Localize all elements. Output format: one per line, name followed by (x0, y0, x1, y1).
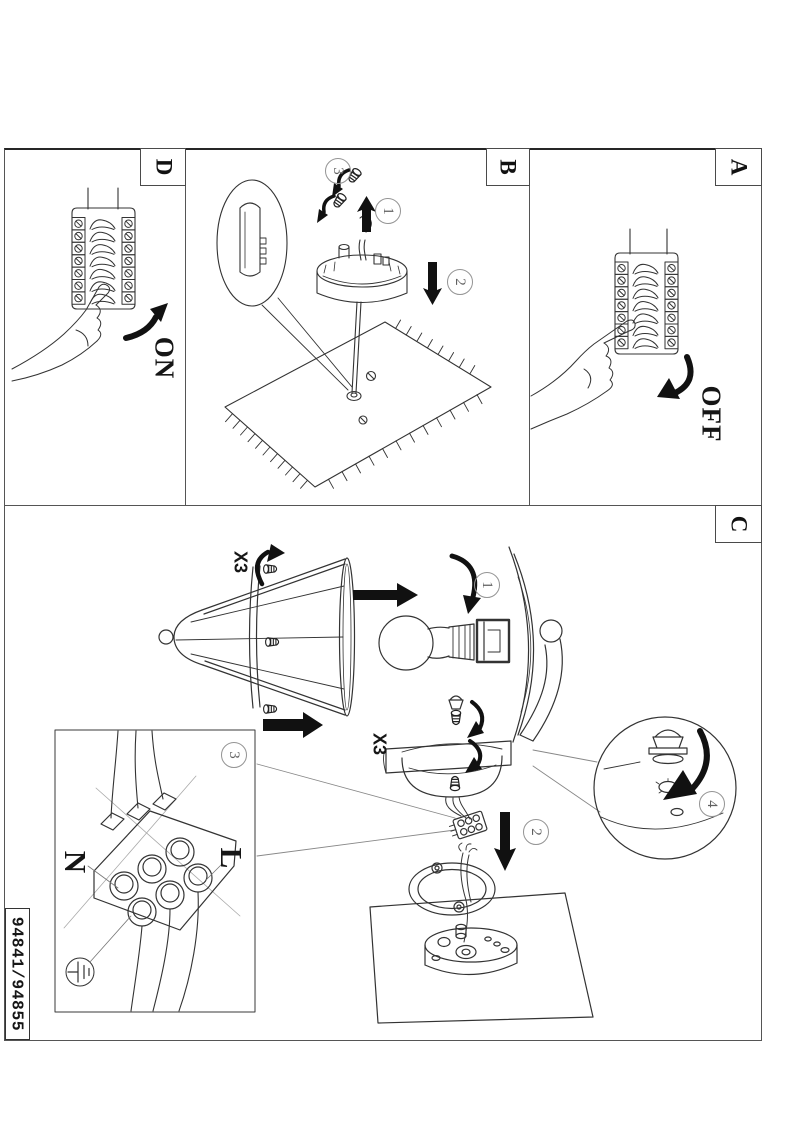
sheet-frame (4, 148, 762, 1041)
panel-label-c: C (726, 515, 752, 533)
panel-a-illustration (530, 228, 694, 430)
model-number-box (5, 908, 30, 1040)
wiring-inset-drawing (54, 729, 256, 1013)
nut-magnifier-drawing (593, 716, 737, 860)
shade-screw-count-label: X3 (230, 550, 251, 574)
switch-off-label: OFF (696, 385, 727, 443)
panel-label-d: D (151, 158, 176, 176)
screw-icons (317, 166, 363, 223)
step-badge-b2: 2 (447, 269, 473, 295)
mounting-ring-drawing (408, 842, 496, 943)
panel-tag-d: D (140, 148, 186, 186)
cage-shade-drawing (158, 544, 356, 717)
ceiling-surface-drawing (224, 319, 492, 489)
step-badge-c1: 1 (474, 572, 500, 598)
divider-d-b (185, 148, 186, 505)
bracket-bar-and-canopy-drawing (383, 695, 512, 840)
arrow-shade-lower (263, 712, 323, 738)
panel-tag-a: A (715, 148, 762, 186)
panel-d-illustration (11, 187, 168, 382)
wire-connector-drawing (448, 810, 488, 840)
bracket-screw-count-label: X3 (369, 732, 390, 756)
hand-drawing (530, 319, 636, 430)
step-badge-c3: 3 (221, 742, 247, 768)
bulb-and-socket-drawing (378, 553, 511, 671)
step-badge-c2: 2 (523, 819, 549, 845)
arrow-down-to-wall (494, 812, 516, 871)
model-number: 94841/94855 (7, 916, 27, 1032)
wall-anchor-magnifier-drawing (216, 179, 353, 391)
terminal-live-label: L (214, 847, 249, 869)
circuit-breaker-drawing (71, 187, 136, 310)
mounting-canopy-drawing (316, 215, 408, 394)
panel-tag-b: B (486, 148, 530, 186)
step-badge-b1: 1 (375, 198, 401, 224)
step-badge-b3: 3 (325, 158, 351, 184)
panel-tag-c: C (715, 505, 762, 543)
hand-drawing (11, 283, 111, 382)
arrow-down-icon (423, 262, 442, 305)
switch-off-arrow-icon (657, 354, 694, 399)
switch-on-label: ON (149, 336, 180, 380)
panel-label-b: B (496, 159, 521, 175)
magnifier-leader-lines (532, 749, 601, 813)
panel-c-illustration (54, 544, 737, 1024)
wall-bracket-drawing (424, 923, 518, 976)
terminal-neutral-label: N (58, 850, 93, 874)
panel-label-a: A (726, 158, 752, 176)
inset-leader-lines (256, 763, 456, 857)
circuit-breaker-drawing (614, 228, 679, 355)
wall-surface-drawing (369, 892, 594, 1024)
panel-b-illustration (216, 166, 492, 489)
earth-symbol-icon (65, 957, 95, 987)
divider-b-a (529, 148, 530, 505)
wall-dish-and-arm-drawing (508, 546, 563, 743)
arrow-shade-to-lamp (353, 583, 418, 607)
step-badge-c4: 4 (699, 791, 725, 817)
arrow-up-icon (357, 196, 376, 232)
divider-row (4, 505, 762, 506)
switch-on-arrow-icon (123, 303, 168, 341)
